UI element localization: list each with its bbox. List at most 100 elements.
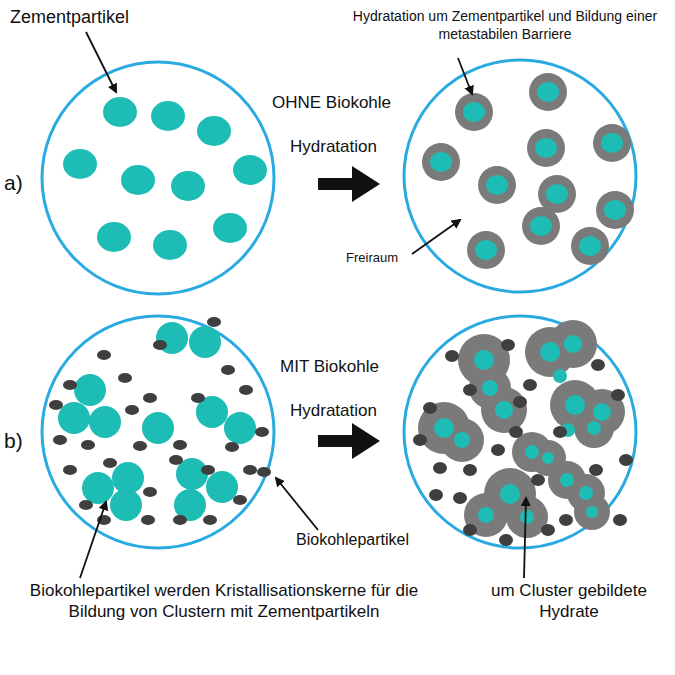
cement-particle	[593, 403, 611, 421]
biochar-particle	[559, 514, 573, 526]
cement-particle	[58, 402, 90, 434]
biochar-particle	[513, 396, 527, 408]
sample-circle	[42, 62, 274, 294]
biochar-particle	[501, 339, 515, 351]
annotation: um Cluster gebildete Hydrate	[466, 580, 672, 623]
biochar-particle	[463, 524, 477, 536]
cement-particle	[474, 350, 494, 370]
biochar-particle	[203, 515, 217, 525]
condition-label: MIT Biokohle	[280, 356, 410, 377]
biochar-particle	[553, 426, 567, 438]
leader-line	[458, 58, 472, 94]
panel-label: b)	[4, 428, 34, 454]
cement-particle	[495, 401, 513, 419]
cement-particle	[434, 418, 454, 438]
cement-particle	[530, 216, 552, 236]
biochar-particle	[423, 402, 437, 414]
hydrate-shell	[527, 129, 565, 167]
biochar-particle	[53, 435, 67, 445]
cement-particle	[535, 138, 557, 158]
annotation: Freiraum	[346, 250, 426, 266]
biochar-particle	[225, 442, 239, 452]
biochar-particle	[207, 317, 221, 327]
cement-particle	[560, 473, 574, 487]
cement-particle	[63, 149, 97, 179]
cement-particle	[553, 369, 567, 383]
cement-particle	[153, 230, 187, 260]
hydrate-shell	[549, 320, 597, 368]
biochar-particle	[445, 350, 459, 362]
cement-particle	[142, 412, 174, 444]
hydrate-shell	[478, 166, 516, 204]
cement-particle	[224, 412, 256, 444]
biochar-particle	[118, 373, 132, 383]
cement-particle	[233, 155, 267, 185]
biochar-particle	[125, 405, 139, 415]
cement-particle	[500, 484, 520, 504]
cement-particle	[189, 326, 221, 358]
cement-particle	[82, 472, 114, 504]
process-label: Hydratation	[290, 136, 410, 157]
biochar-particle	[239, 385, 253, 395]
biochar-particle	[591, 359, 605, 371]
biochar-particle	[153, 340, 167, 350]
part-label: Biokohlepartikel	[296, 530, 456, 550]
biochar-particle	[141, 515, 155, 525]
cement-particle	[475, 240, 497, 260]
cement-particle	[213, 213, 247, 243]
condition-label: OHNE Biokohle	[272, 92, 412, 113]
cement-particle	[604, 200, 626, 220]
leader-line	[80, 502, 106, 578]
biochar-particle	[143, 393, 157, 403]
biochar-particle	[97, 350, 111, 360]
cement-particle	[540, 342, 560, 362]
annotation: Hydratation um Zementpartikel und Bildun…	[340, 8, 670, 43]
cement-particle	[586, 506, 598, 518]
biochar-particle	[63, 465, 77, 475]
cement-particle	[89, 406, 121, 438]
panel-label: a)	[4, 170, 34, 196]
cement-particle	[74, 374, 106, 406]
biochar-particle	[49, 400, 63, 410]
hydrate-shell	[571, 227, 609, 265]
biochar-particle	[433, 462, 447, 474]
cement-particle	[430, 152, 452, 172]
hydrate-shell	[574, 494, 610, 530]
cement-particle	[463, 102, 485, 122]
hydrate-shell	[529, 73, 567, 111]
biochar-particle	[541, 524, 555, 536]
cement-particle	[151, 101, 185, 131]
biochar-particle	[531, 474, 545, 486]
biochar-particle	[463, 464, 477, 476]
cement-particle	[103, 97, 137, 127]
sample-circle	[42, 316, 274, 548]
leader-line	[276, 478, 318, 530]
cement-particle	[482, 380, 498, 396]
cement-particle	[520, 510, 534, 524]
cement-particle	[565, 395, 585, 415]
biochar-particle	[63, 380, 77, 390]
process-arrow	[318, 166, 380, 202]
cement-particle	[121, 165, 155, 195]
biochar-particle	[613, 514, 627, 526]
annotation: Biokohlepartikel werden Kristallisations…	[2, 580, 446, 623]
cement-particle	[97, 222, 131, 252]
biochar-particle	[257, 467, 271, 477]
biochar-particle	[201, 465, 215, 475]
cement-particle	[579, 486, 593, 500]
hydrate-shell	[593, 124, 631, 162]
biochar-particle	[243, 465, 257, 475]
hydrate-shell	[596, 191, 634, 229]
cement-particle	[587, 421, 601, 435]
process-label: Hydratation	[290, 400, 410, 421]
part-label: Zementpartikel	[10, 6, 190, 29]
cement-particle	[197, 116, 231, 146]
biochar-particle	[169, 455, 183, 465]
leader-line	[524, 498, 526, 578]
sample-circle	[404, 60, 636, 292]
hydrate-shell	[464, 493, 508, 537]
biochar-particle	[619, 454, 633, 466]
biochar-particle	[463, 384, 477, 396]
biochar-particle	[103, 458, 117, 468]
